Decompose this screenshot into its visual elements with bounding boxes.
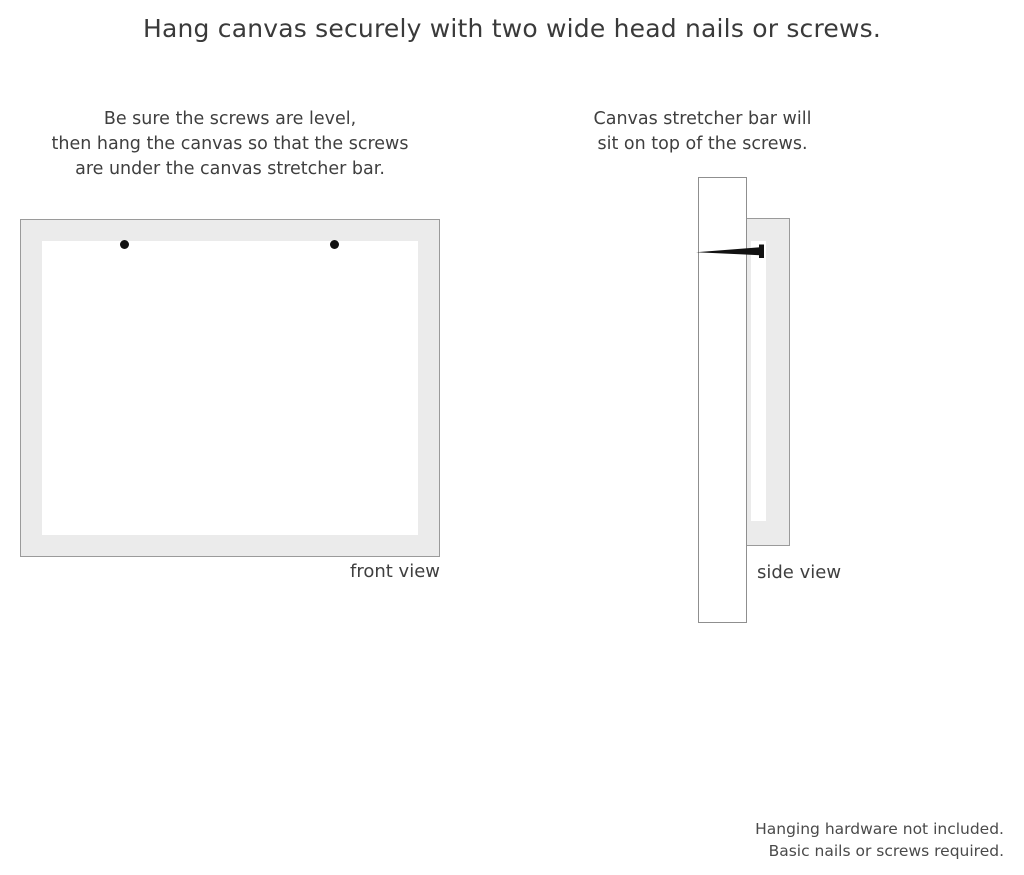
front-view-caption-line-2: then hang the canvas so that the screws bbox=[51, 134, 409, 154]
footer-line-1: Hanging hardware not included. bbox=[755, 820, 1004, 838]
canvas-frame-inner-panel bbox=[42, 241, 418, 535]
side-view-caption: Canvas stretcher bar will sit on top of … bbox=[585, 107, 820, 157]
footer-line-2: Basic nails or screws required. bbox=[768, 842, 1004, 860]
side-view-caption-line-1: Canvas stretcher bar will bbox=[593, 109, 812, 129]
side-view-diagram bbox=[690, 170, 870, 640]
front-view-caption: Be sure the screws are level, then hang … bbox=[20, 107, 440, 182]
canvas-frame-outer bbox=[20, 219, 440, 557]
canvas-stretcher-bar-profile bbox=[746, 218, 790, 546]
screw-dot-right-icon bbox=[330, 240, 339, 249]
front-view-caption-line-1: Be sure the screws are level, bbox=[103, 109, 357, 129]
front-view-caption-line-3: are under the canvas stretcher bar. bbox=[75, 159, 385, 179]
page-title: Hang canvas securely with two wide head … bbox=[142, 14, 882, 43]
screw-dot-left-icon bbox=[120, 240, 129, 249]
side-view-label: side view bbox=[757, 562, 842, 583]
canvas-stretcher-bar-inner-channel bbox=[751, 241, 766, 521]
screw-side-icon bbox=[696, 244, 764, 258]
front-view-label: front view bbox=[350, 561, 440, 582]
side-view-caption-line-2: sit on top of the screws. bbox=[597, 134, 808, 154]
front-view-diagram bbox=[20, 219, 440, 557]
footer-note: Hanging hardware not included. Basic nai… bbox=[755, 818, 1004, 862]
